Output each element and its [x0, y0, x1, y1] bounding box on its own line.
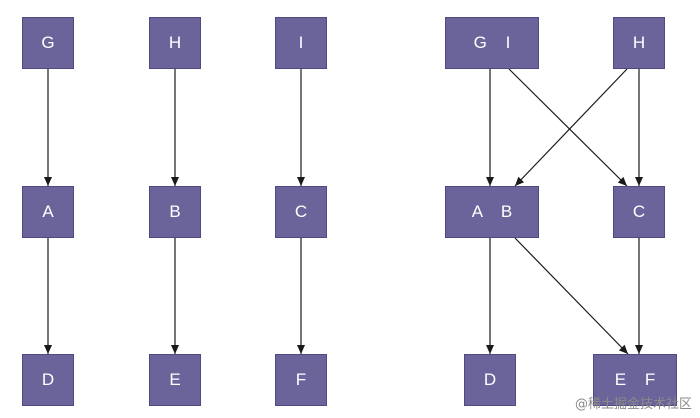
node-a-label: A — [42, 202, 54, 221]
node-d-merged: D — [464, 354, 516, 406]
node-ab: A B — [445, 186, 539, 238]
node-gi-label: G I — [473, 33, 511, 52]
node-h: H — [149, 17, 201, 69]
node-d-label: D — [41, 370, 55, 389]
node-ab-label: A B — [471, 202, 513, 221]
node-c-merged: C — [613, 186, 665, 238]
node-c: C — [275, 186, 327, 238]
node-h-merged: H — [613, 17, 665, 69]
node-h-merged-label: H — [632, 33, 646, 52]
node-f: F — [275, 354, 327, 406]
node-ef: E F — [593, 354, 677, 406]
edge-h-ab — [514, 68, 628, 187]
node-ef-label: E F — [614, 370, 656, 389]
node-e: E — [149, 354, 201, 406]
node-e-label: E — [169, 370, 181, 389]
edge-gi-c — [508, 68, 628, 187]
node-gi: G I — [445, 17, 539, 69]
node-b: B — [149, 186, 201, 238]
watermark: @稀土掘金技术社区 — [574, 397, 692, 412]
node-d-merged-label: D — [483, 370, 497, 389]
node-g-label: G — [41, 33, 55, 52]
node-c-label: C — [294, 202, 308, 221]
node-h-label: H — [168, 33, 182, 52]
node-b-label: B — [169, 202, 181, 221]
node-d: D — [22, 354, 74, 406]
node-f-label: F — [295, 370, 307, 389]
node-a: A — [22, 186, 74, 238]
node-c-merged-label: C — [632, 202, 646, 221]
node-g: G — [22, 17, 74, 69]
node-i: I — [275, 17, 327, 69]
edge-ab-ef — [514, 237, 629, 355]
node-i-label: I — [298, 33, 304, 52]
